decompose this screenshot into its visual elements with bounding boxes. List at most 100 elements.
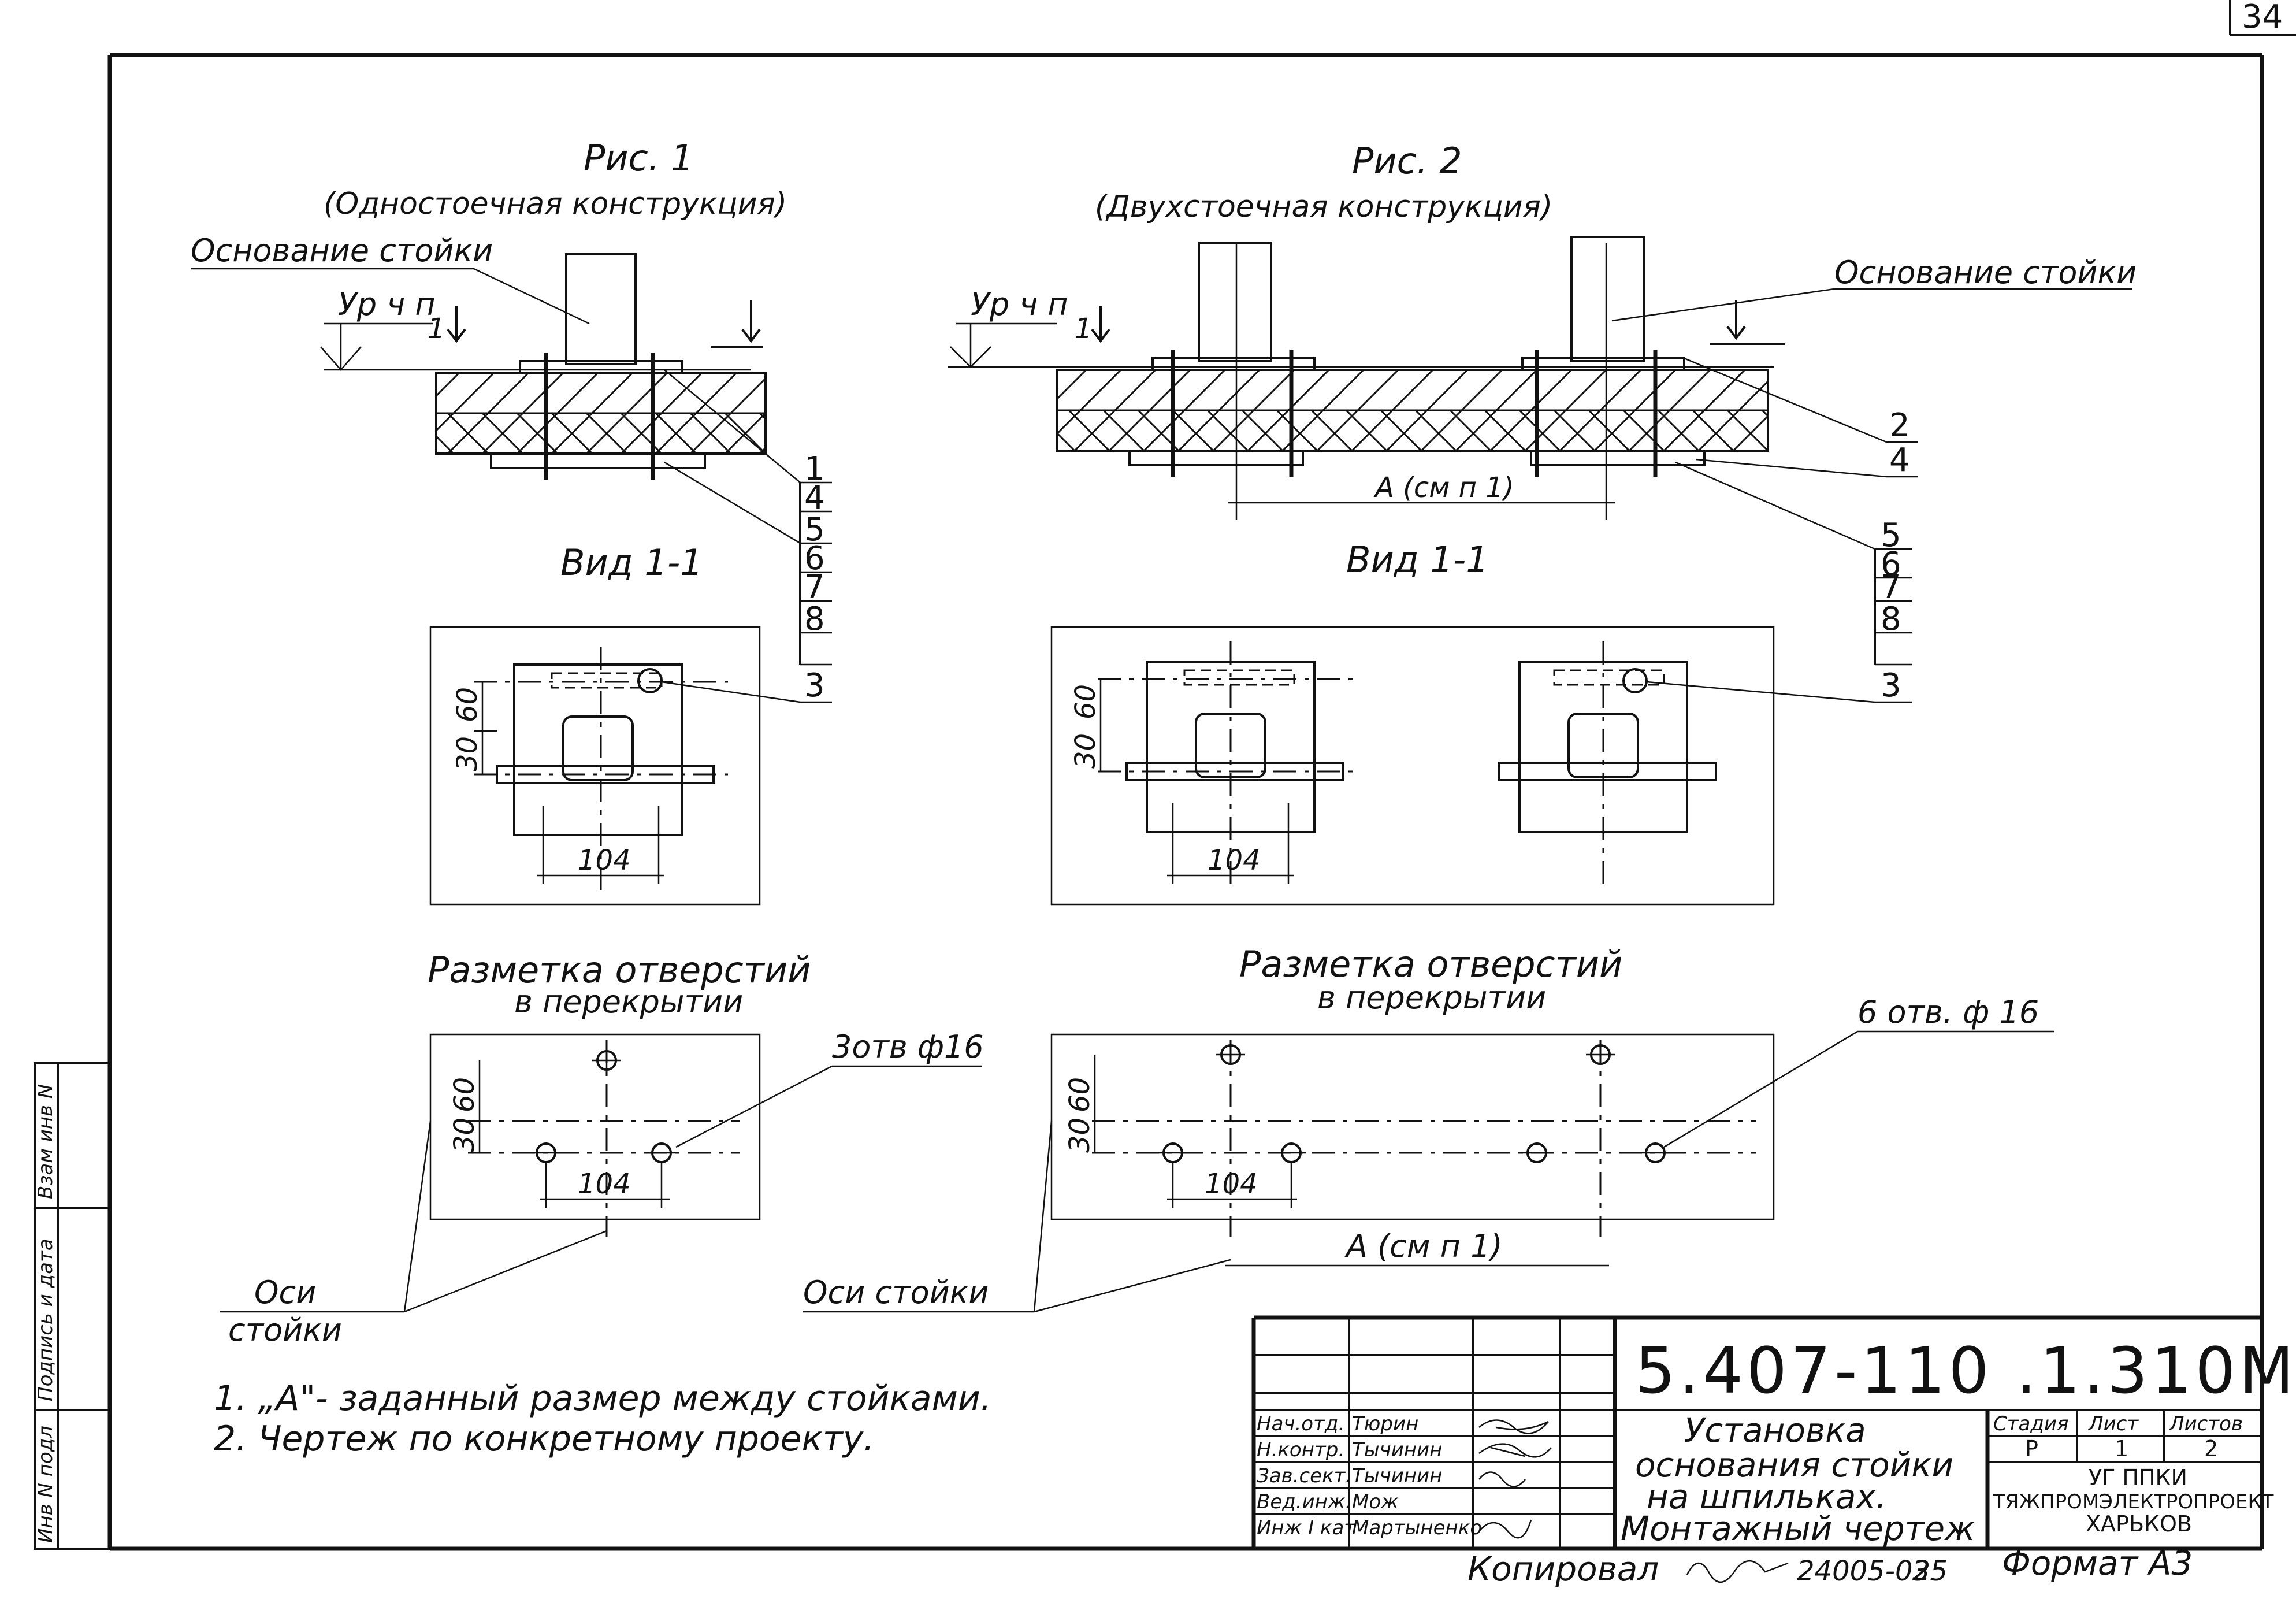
fig2-view-dim-30: 30 <box>1069 733 1102 769</box>
role-5: Инж I кат <box>1257 1516 1356 1539</box>
copier-signature <box>1686 1560 1789 1583</box>
fig1-callout-3: 3 <box>804 667 825 704</box>
fig1-holes-dim-60: 60 <box>448 1077 481 1112</box>
fig2-columns <box>1151 236 1685 371</box>
note-2: 2. Чертеж по конкретному проекту. <box>214 1419 874 1459</box>
stamp-signature-date: Подпись и дата <box>34 1238 57 1401</box>
side-stamp <box>34 1062 111 1550</box>
fig1-floor-level: Ур ч п <box>338 286 436 322</box>
fig2-holes-callout: 6 отв. ф 16 <box>1857 994 2039 1030</box>
stamp-replace-inv: Взам инв N <box>34 1084 57 1199</box>
fig2-holes-dim-104: 104 <box>1205 1168 1258 1200</box>
fig2-holes-dim-60: 60 <box>1064 1077 1096 1112</box>
fig2-callout-2: 2 <box>1889 407 1910 444</box>
title-line-1: Установка <box>1684 1411 1866 1450</box>
fig1-holes-subtitle: в перекрытии <box>514 984 743 1020</box>
fig1-section-mark-left: 1 <box>428 313 445 345</box>
fig1-holes-title: Разметка отверстий <box>428 949 811 991</box>
fig2-subtitle: (Двухстоечная конструкция) <box>1095 190 1552 224</box>
name-3: Тычинин <box>1352 1464 1442 1487</box>
format-label: Формат А3 <box>2002 1543 2193 1583</box>
fig2-holes-dim-30: 30 <box>1064 1118 1096 1153</box>
fig1-callout-4: 4 <box>804 479 825 517</box>
note-1: 1. „А"- заданный размер между стойками. <box>214 1378 991 1419</box>
fig1-view-dim-30: 30 <box>451 736 484 771</box>
fig1-view-dim-104: 104 <box>578 844 631 877</box>
role-2: Н.контр. <box>1257 1438 1344 1461</box>
fig1-callout-1: 1 <box>804 450 825 488</box>
name-2: Тычинин <box>1352 1438 1442 1461</box>
org-line-2: ТЯЖПРОМЭЛЕКТРОПРОЕКТ <box>1993 1490 2274 1513</box>
fig1-view-title: Вид 1-1 <box>560 541 703 584</box>
fig2-dim-a-label: А (см п 1) <box>1373 472 1514 504</box>
fig1-holes-dim-104: 104 <box>578 1168 631 1200</box>
name-4: Мож <box>1352 1490 1399 1513</box>
title-line-3: на шпильках. <box>1647 1477 1886 1516</box>
fig1-subtitle: (Одностоечная конструкция) <box>324 187 787 221</box>
order-sheet: 35 <box>1912 1555 1948 1587</box>
fig1-holes-dim-30: 30 <box>448 1118 481 1153</box>
fig2-callout-8: 8 <box>1881 600 1901 638</box>
copied-label: Копировал <box>1467 1549 1659 1589</box>
title-line-2: основания стойки <box>1635 1445 1953 1485</box>
fig1-view-dim-60: 60 <box>451 687 484 722</box>
fig2-callout-4: 4 <box>1889 441 1910 479</box>
fig2-base-label: Основание стойки <box>1834 254 2137 291</box>
fig2-callout-list <box>1874 441 1918 703</box>
fig1-axes-label-2: стойки <box>228 1312 342 1348</box>
fig1-view-dimensions <box>474 682 664 884</box>
fig2-axes-label: Оси стойки <box>803 1274 989 1311</box>
title-block-grid <box>1251 1315 2262 1549</box>
org-line-1: УГ ППКИ <box>2089 1465 2187 1490</box>
fig2-title: Рис. 2 <box>1352 140 1462 182</box>
sheets-value: 2 <box>2204 1436 2218 1461</box>
fig1-base-label: Основание стойки <box>191 232 493 269</box>
name-1: Тюрин <box>1352 1412 1418 1435</box>
stage-value: Р <box>2025 1436 2038 1461</box>
fig1-title: Рис. 1 <box>584 137 694 179</box>
role-1: Нач.отд. <box>1257 1412 1344 1435</box>
fig2-view-dim-60: 60 <box>1069 684 1102 719</box>
fig2-holes-title: Разметка отверстий <box>1239 943 1622 985</box>
stage-header: Стадия <box>1993 1412 2068 1435</box>
role-3: Зав.сект. <box>1257 1464 1351 1487</box>
fig1-axes-label-1: Оси <box>254 1274 316 1311</box>
sheet-value: 1 <box>2115 1436 2128 1461</box>
fig2-callout-5: 5 <box>1881 517 1901 554</box>
order-number: 24005-02 <box>1797 1555 1930 1587</box>
fig1-callout-6: 6 <box>804 540 825 577</box>
fig1-callout-7: 7 <box>804 569 825 606</box>
fig2-dim-a <box>1228 243 1615 520</box>
fig2-section-mark-left: 1 <box>1075 313 1093 345</box>
role-4: Вед.инж. <box>1257 1490 1351 1513</box>
org-line-3: ХАРЬКОВ <box>2086 1511 2192 1537</box>
fig2-holes-plan <box>1050 1030 2054 1267</box>
fig2-view-plan <box>1050 626 1875 906</box>
stamp-inv-original: Инв N подл <box>34 1426 57 1543</box>
fig1-slab <box>435 353 767 480</box>
fig1-holes-callout: 3отв ф16 <box>832 1029 984 1065</box>
sheet-header: Лист <box>2087 1412 2139 1435</box>
fig2-view-title: Вид 1-1 <box>1346 539 1489 581</box>
title-line-4: Монтажный чертеж <box>1621 1509 1975 1548</box>
fig2-view-dimensions <box>1099 679 1294 884</box>
fig2-floor-level: Ур ч п <box>971 286 1068 322</box>
fig2-slab <box>1056 350 1769 477</box>
fig2-holes-subtitle: в перекрытии <box>1317 979 1546 1016</box>
fig2-view-dim-104: 104 <box>1208 844 1261 877</box>
fig2-holes-dim-a: А (см п 1) <box>1344 1228 1503 1264</box>
page-number: 34 <box>2242 0 2283 36</box>
fig2-callout-3: 3 <box>1881 667 1901 704</box>
fig2-callout-7: 7 <box>1881 569 1901 606</box>
fig1-view-plan <box>429 626 801 906</box>
fig1-callout-8: 8 <box>804 600 825 638</box>
fig1-holes-plan <box>429 1033 982 1237</box>
signature-scribbles <box>1478 1419 1552 1539</box>
fig1-callout-5: 5 <box>804 511 825 548</box>
fig1-callout-list <box>799 483 832 703</box>
name-5: Мартыненко <box>1352 1516 1482 1539</box>
drawing-code: 5.407-110 .1.310М4 <box>1635 1334 2296 1408</box>
fig2-callout-6: 6 <box>1881 546 1901 583</box>
sheets-header: Листов <box>2168 1412 2243 1435</box>
